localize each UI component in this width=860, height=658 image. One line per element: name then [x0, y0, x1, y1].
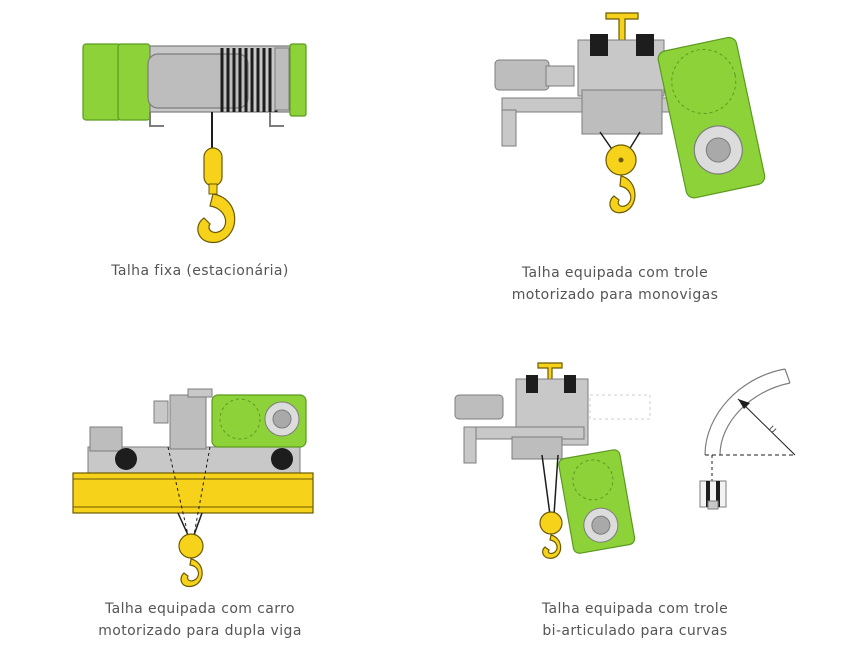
articulated-trolley-illustration: u — [454, 362, 796, 559]
brake-hub — [272, 409, 292, 429]
hoist-motor-green — [657, 36, 766, 199]
girder — [72, 472, 314, 514]
double-girder-illustration — [72, 388, 314, 588]
drum-end — [274, 47, 290, 111]
hook-pulley — [178, 533, 204, 559]
hook-pulley — [539, 511, 563, 535]
travel-motor — [89, 426, 123, 452]
double-girder-panel — [70, 385, 320, 590]
pulley-axle — [618, 157, 624, 163]
caption-line: Talha equipada com trole — [541, 601, 729, 617]
trolley-motor — [494, 59, 550, 91]
caption-line: motorizado para dupla viga — [98, 623, 302, 639]
trolley-motor — [454, 394, 504, 420]
hoist-drum — [511, 436, 563, 460]
rope-right-visible — [193, 512, 203, 536]
wheel-left — [115, 448, 137, 470]
bracket — [153, 400, 169, 424]
hook — [609, 175, 636, 214]
caption-fixed-hoist: Talha fixa (estacionária) — [70, 260, 330, 282]
hook-block — [203, 147, 223, 187]
hoist-motor-green — [558, 449, 636, 554]
drum-cap — [187, 388, 213, 398]
caption-line: motorizado para monovigas — [511, 287, 719, 303]
rope-left-visible — [177, 512, 189, 536]
hoist-drum — [169, 394, 207, 450]
hook — [197, 193, 236, 244]
hook-shank — [208, 183, 218, 195]
wheel-right — [636, 34, 654, 56]
wheel-left — [590, 34, 608, 56]
caption-line: Talha equipada com trole — [521, 265, 709, 281]
wheel-right — [271, 448, 293, 470]
monorail-trolley-illustration — [494, 12, 766, 214]
foot-right — [269, 112, 284, 127]
monorail-trolley-panel — [490, 10, 790, 225]
caption-double-girder: Talha equipada com carro motorizado para… — [55, 598, 345, 642]
wheel-left — [526, 375, 538, 393]
caption-articulated-trolley: Talha equipada com trole bi-articulado p… — [490, 598, 780, 642]
fixed-hoist-panel — [70, 30, 330, 250]
hoist-drum — [581, 89, 663, 135]
ghost-trolley — [589, 394, 651, 420]
fixed-hoist-illustration — [82, 43, 307, 244]
rope-right — [193, 446, 211, 536]
caption-line: bi-articulado para curvas — [542, 623, 728, 639]
caption-monorail-trolley: Talha equipada com trole motorizado para… — [470, 262, 760, 306]
articulated-trolley-panel: u — [450, 355, 810, 565]
foot-left — [149, 112, 164, 127]
rope-right — [553, 454, 559, 516]
motor-cover-left — [82, 43, 122, 121]
motor-cover-right — [117, 43, 151, 121]
wheel-right — [564, 375, 576, 393]
hook — [542, 534, 562, 559]
hoist-support — [501, 109, 517, 147]
trolley-gear — [545, 65, 575, 87]
motor-fan — [219, 398, 261, 440]
caption-line: Talha equipada com carro — [104, 601, 295, 617]
caption-line: Talha fixa (estacionária) — [111, 263, 289, 279]
hook — [180, 558, 203, 588]
curve-diagram: u — [699, 368, 796, 510]
gearbox-cover — [289, 43, 307, 117]
hoist-support — [463, 426, 477, 464]
rope-left — [541, 454, 551, 516]
